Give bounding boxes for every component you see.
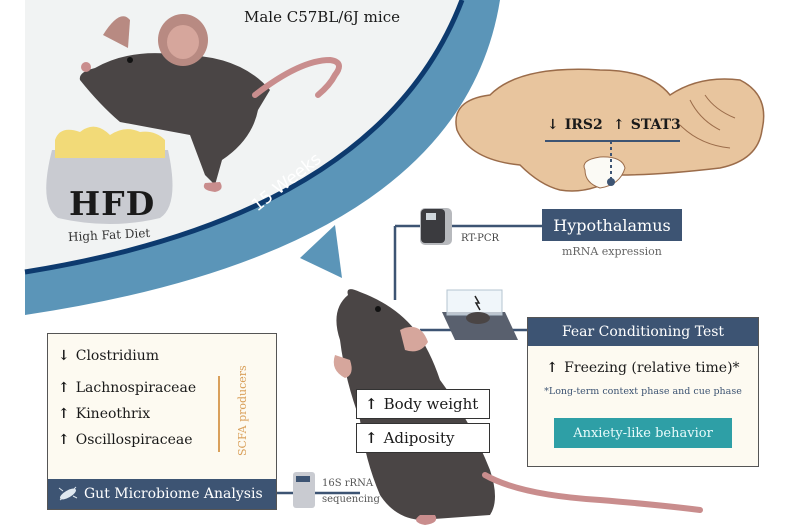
- sequencer-device-icon: [293, 472, 315, 508]
- body-weight-box: Body weight: [356, 389, 490, 419]
- gut-microbiome-panel: Clostridium Lachnospiraceae Kineothrix O…: [47, 333, 277, 510]
- sequencing-label-line2: sequencing: [322, 494, 380, 505]
- rtpcr-label: RT-PCR: [461, 233, 500, 244]
- mrna-expression-label: mRNA expression: [562, 245, 662, 258]
- food-bowl-illustration: [46, 126, 173, 224]
- hypothalamus-header: Hypothalamus: [542, 209, 682, 241]
- gut-microbiome-title: Gut Microbiome Analysis: [84, 486, 263, 502]
- scfa-producers-label: SCFA producers: [236, 365, 249, 456]
- fear-conditioning-header: Fear Conditioning Test: [528, 318, 758, 346]
- sequencing-label-line1: 16S rRNA: [322, 478, 374, 489]
- gut-microbiome-header: Gut Microbiome Analysis: [48, 479, 276, 509]
- timeline-arc: [25, 0, 500, 315]
- brain-illustration: [455, 68, 765, 192]
- scfa-bracket-line: [218, 376, 220, 452]
- taxon-clostridium: Clostridium: [58, 348, 159, 364]
- taxon-lachnospiraceae: Lachnospiraceae: [58, 380, 196, 396]
- fear-chamber-icon: [442, 289, 518, 340]
- anxiety-behavior-badge: Anxiety-like behavior: [554, 418, 732, 448]
- rtpcr-device-icon: [420, 208, 452, 245]
- gene-stat3-label: STAT3: [613, 117, 681, 133]
- sequencing-label: 16S rRNA sequencing: [322, 476, 380, 508]
- timeline-arc-edge: [24, 0, 465, 275]
- phase-note: *Long-term context phase and cue phase: [544, 386, 742, 397]
- timeline-arrowhead: [300, 225, 342, 278]
- freezing-result: Freezing (relative time)*: [528, 360, 758, 376]
- fear-conditioning-panel: Fear Conditioning Test Freezing (relativ…: [527, 317, 759, 467]
- bacterium-icon: [58, 486, 78, 501]
- adiposity-box: Adiposity: [356, 423, 490, 453]
- taxon-oscillospiraceae: Oscillospiraceae: [58, 432, 193, 448]
- subjects-label: Male C57BL/6J mice: [244, 8, 400, 26]
- gene-irs2-label: IRS2: [547, 117, 603, 133]
- hfd-mouse-illustration: [79, 14, 342, 192]
- diet-abbrev-label: HFD: [69, 184, 156, 223]
- taxon-kineothrix: Kineothrix: [58, 406, 150, 422]
